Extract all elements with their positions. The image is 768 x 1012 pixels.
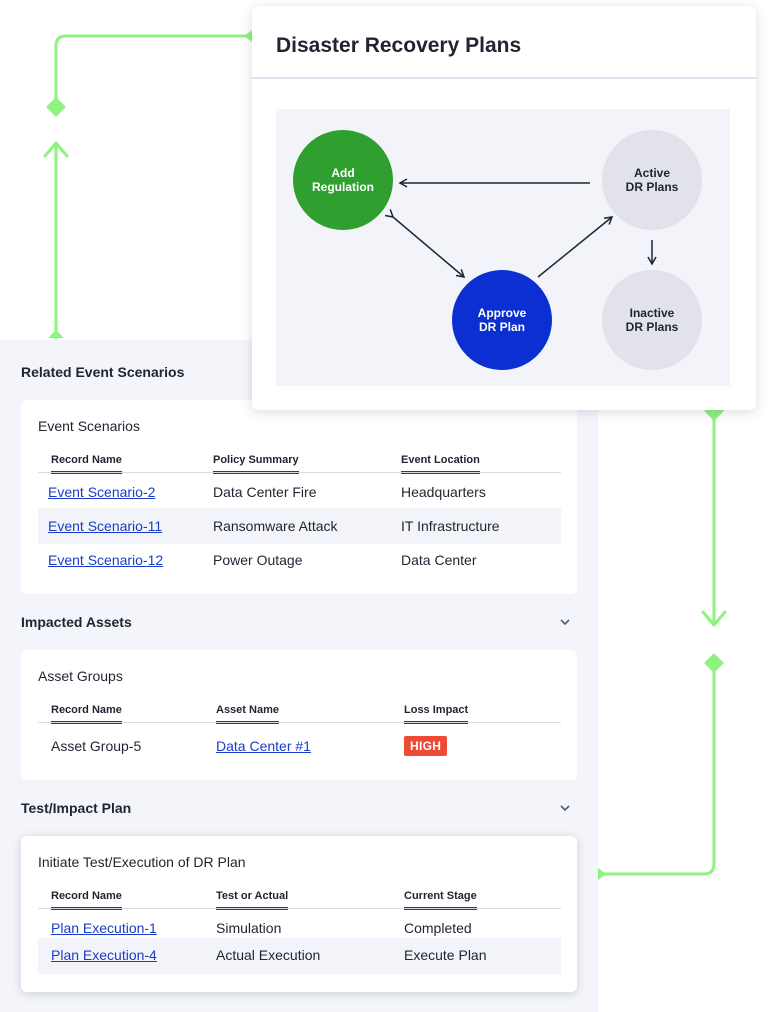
table-header-divider <box>38 472 561 473</box>
table-cell: Simulation <box>216 920 282 936</box>
event-scenario-12-link[interactable]: Event Scenario-12 <box>48 552 164 568</box>
data-center-1-link[interactable]: Data Center #1 <box>216 738 311 754</box>
event-scenario-2-link[interactable]: Event Scenario-2 <box>48 484 156 500</box>
column-header-record-name: Record Name <box>51 704 122 724</box>
chevron-down-icon[interactable] <box>559 802 571 814</box>
test-impact-plan-heading: Test/Impact Plan <box>21 800 132 816</box>
table-cell: Headquarters <box>401 484 486 500</box>
column-header-record-name: Record Name <box>51 890 122 910</box>
asset-groups-card: Asset Groups Record Name Asset Name Loss… <box>21 650 577 780</box>
table-header-divider <box>38 908 561 909</box>
asset-groups-title: Asset Groups <box>38 668 123 684</box>
table-row <box>38 938 561 974</box>
event-scenarios-card: Event Scenarios Record Name Policy Summa… <box>21 400 577 594</box>
impacted-assets-heading: Impacted Assets <box>21 614 132 630</box>
event-scenarios-title: Event Scenarios <box>38 418 140 434</box>
table-cell: Execute Plan <box>404 947 487 963</box>
table-cell: Asset Group-5 <box>51 738 142 754</box>
table-header-divider <box>38 722 561 723</box>
column-header-loss-impact: Loss Impact <box>404 704 469 724</box>
workflow-arrows <box>384 178 657 278</box>
column-header-policy-summary: Policy Summary <box>213 454 299 474</box>
title-divider <box>252 77 756 79</box>
column-header-test-or-actual: Test or Actual <box>216 890 289 910</box>
table-cell: IT Infrastructure <box>401 518 500 534</box>
record-details-panel: Related Event Scenarios Event Scenarios … <box>0 340 598 1012</box>
chevron-down-icon[interactable] <box>559 616 571 628</box>
event-scenario-11-link[interactable]: Event Scenario-11 <box>48 518 163 534</box>
table-cell: Completed <box>404 920 472 936</box>
plan-execution-4-link[interactable]: Plan Execution-4 <box>51 947 157 963</box>
column-header-event-location: Event Location <box>401 454 480 474</box>
table-cell: Data Center <box>401 552 477 568</box>
table-cell: Power Outage <box>213 552 303 568</box>
column-header-record-name: Record Name <box>51 454 122 474</box>
plan-execution-1-link[interactable]: Plan Execution-1 <box>51 920 157 936</box>
table-cell: Actual Execution <box>216 947 321 963</box>
loss-impact-badge: HIGH <box>404 736 448 756</box>
test-execution-card: Initiate Test/Execution of DR Plan Recor… <box>21 836 577 992</box>
related-event-scenarios-heading: Related Event Scenarios <box>21 364 185 380</box>
test-execution-title: Initiate Test/Execution of DR Plan <box>38 854 246 870</box>
table-row <box>38 508 561 544</box>
table-cell: Data Center Fire <box>213 484 317 500</box>
column-header-current-stage: Current Stage <box>404 890 477 910</box>
page-title: Disaster Recovery Plans <box>276 34 522 57</box>
column-header-asset-name: Asset Name <box>216 704 279 724</box>
table-cell: Ransomware Attack <box>213 518 338 534</box>
